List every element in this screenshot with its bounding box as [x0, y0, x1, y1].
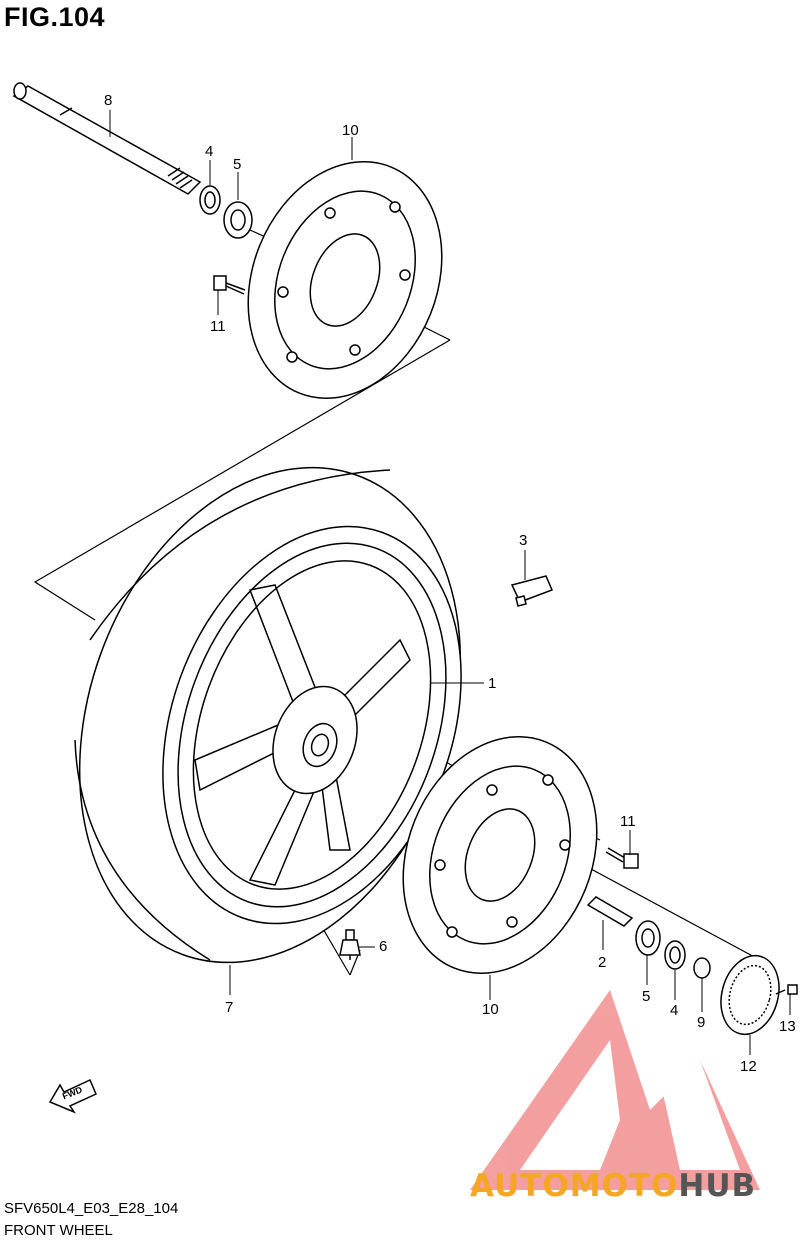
callout-wheel: 1: [488, 675, 497, 692]
spacer-tube: [586, 896, 634, 927]
watermark-text: AUTOMOTOHUB: [470, 1168, 756, 1204]
callout-disc-bolt-lower: 11: [620, 813, 636, 830]
oil-seal-right: [664, 940, 686, 970]
brake-disc-upper: [247, 160, 443, 400]
front-axle: [12, 82, 202, 195]
callout-rotor-screw: 13: [779, 1018, 796, 1035]
bearing-right: [635, 920, 661, 956]
figure-title: FIG.104: [4, 2, 106, 32]
callout-front-axle: 8: [104, 92, 113, 109]
brake-disc-lower: [402, 735, 598, 975]
watermark-text-part1: AUTOMOTO: [470, 1168, 679, 1204]
callout-collar: 9: [697, 1014, 706, 1031]
watermark-logo: [470, 990, 760, 1190]
callout-oil-seal-left: 4: [205, 143, 214, 160]
valve: [339, 929, 361, 960]
callout-spacer-tube: 2: [598, 954, 607, 971]
callout-disc-bolt-upper: 11: [210, 318, 226, 335]
disc-bolt-upper: [213, 275, 246, 295]
figure-code: SFV650L4_E03_E28_104: [4, 1200, 179, 1217]
rotor-screw: [775, 984, 798, 995]
callout-brake-disc-upper: 10: [342, 122, 359, 139]
fwd-arrow-icon: [48, 1078, 97, 1114]
sensor-rotor: [720, 954, 780, 1036]
callout-spacer-clip: 3: [519, 532, 528, 549]
callout-bearing-right: 5: [642, 988, 651, 1005]
wheel-spokes: [194, 584, 411, 886]
disc-bolt-lower: [605, 847, 639, 869]
collar: [693, 957, 711, 979]
callout-leaders: [109, 110, 791, 1055]
figure-caption: FRONT WHEEL: [4, 1222, 113, 1239]
callout-valve: 6: [379, 938, 388, 955]
spacer-clip: [510, 575, 553, 607]
bearing-left: [223, 201, 253, 239]
callout-tire: 7: [225, 999, 234, 1016]
wheel-hub: [272, 685, 358, 795]
callout-bearing-left: 5: [233, 156, 242, 173]
callout-oil-seal-right: 4: [670, 1002, 679, 1019]
watermark-text-part2: HUB: [678, 1168, 757, 1204]
callout-sensor-rotor: 12: [740, 1058, 757, 1075]
callout-brake-disc-lower: 10: [482, 1001, 499, 1018]
oil-seal-left: [199, 185, 221, 215]
